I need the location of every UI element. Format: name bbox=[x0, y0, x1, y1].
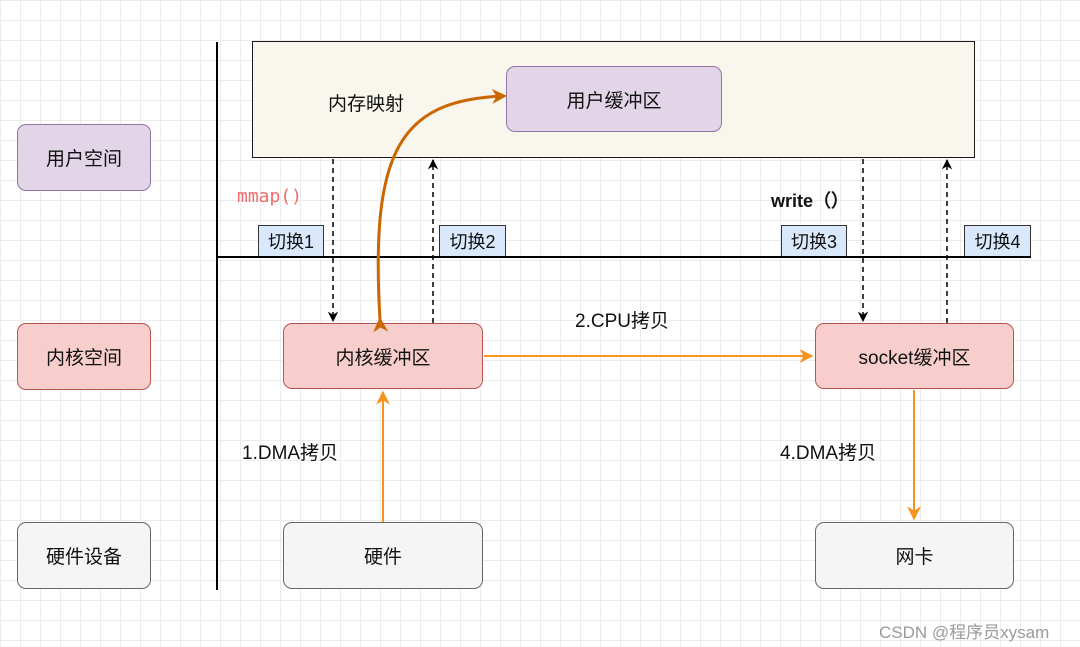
watermark: CSDN @程序员xysam bbox=[879, 623, 1050, 642]
socket-buffer-text: socket缓冲区 bbox=[858, 347, 971, 369]
write-call-label: write（） bbox=[771, 191, 850, 211]
kernel-buffer-box: 内核缓冲区 bbox=[283, 323, 483, 389]
kernel-buffer-text: 内核缓冲区 bbox=[335, 347, 431, 369]
hardware-box: 硬件 bbox=[283, 522, 483, 589]
kernel-space-label: 内核空间 bbox=[17, 323, 151, 390]
hardware-text: 硬件 bbox=[363, 547, 402, 568]
socket-buffer-box: socket缓冲区 bbox=[815, 323, 1014, 389]
switch-1-tag: 切换1 bbox=[258, 225, 324, 257]
dma-copy-4-label: 4.DMA拷贝 bbox=[780, 443, 877, 464]
kernel-space-text: 内核空间 bbox=[45, 348, 122, 369]
nic-text: 网卡 bbox=[895, 547, 934, 568]
user-buffer-box: 用户缓冲区 bbox=[506, 66, 722, 132]
memory-map-arrow bbox=[373, 88, 507, 333]
hardware-device-label: 硬件设备 bbox=[17, 522, 151, 589]
switch-4-tag: 切换4 bbox=[964, 225, 1031, 257]
mmap-call-label: mmap() bbox=[237, 186, 303, 207]
nic-box: 网卡 bbox=[815, 522, 1014, 589]
switch-3-tag: 切换3 bbox=[781, 225, 847, 257]
user-space-label: 用户空间 bbox=[17, 124, 151, 191]
dma-copy-1-label: 1.DMA拷贝 bbox=[242, 443, 339, 464]
user-space-text: 用户空间 bbox=[45, 149, 122, 170]
user-buffer-text: 用户缓冲区 bbox=[566, 90, 662, 112]
hardware-device-text: 硬件设备 bbox=[45, 547, 122, 568]
cpu-copy-2-label: 2.CPU拷贝 bbox=[575, 311, 669, 332]
